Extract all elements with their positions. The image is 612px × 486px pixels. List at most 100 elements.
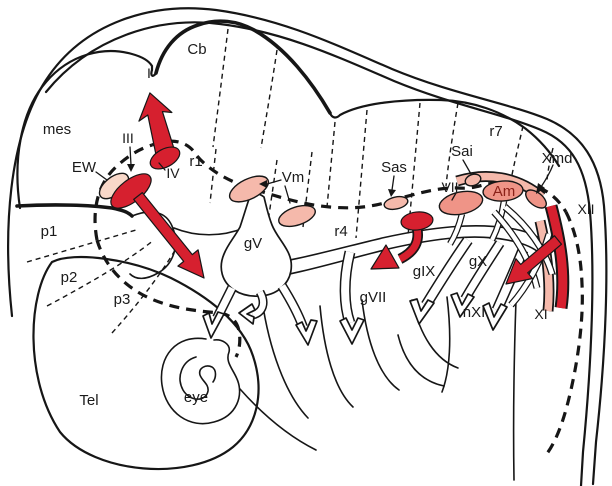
label-ew: EW — [72, 159, 97, 176]
label-tel: Tel — [79, 392, 98, 409]
sai-nucleus — [464, 173, 482, 187]
label-gix: gIX — [413, 263, 436, 280]
small-caudal-nucleus — [525, 189, 547, 209]
xmd-leader-arrowhead — [536, 183, 545, 194]
label-n7: VII — [441, 179, 458, 195]
label-r7: r7 — [489, 123, 502, 140]
label-cb: Cb — [187, 41, 206, 58]
n4-leader — [158, 162, 166, 171]
cb-fold-dashed-1 — [212, 28, 229, 148]
vii-rootlet — [448, 213, 464, 246]
label-n4: IV — [166, 165, 180, 181]
eye-inner-cup — [179, 356, 217, 400]
mes-p1-heavy-boundary — [15, 203, 134, 218]
forebrain-and-arches — [32, 255, 517, 481]
label-r4: r4 — [334, 223, 347, 240]
n7-leader — [451, 192, 457, 201]
facial-migration-arrowhead — [370, 244, 400, 270]
label-gvii: gVII — [360, 289, 387, 306]
r3-boundary — [302, 151, 313, 228]
vm-leader-arrowhead — [259, 180, 267, 188]
vagal-loop-2 — [492, 210, 540, 289]
arch-line-6 — [441, 296, 451, 393]
arch-line-7 — [397, 334, 445, 387]
vm-tick — [284, 185, 291, 204]
trigeminal-nucleus-a — [228, 175, 270, 203]
label-sas: Sas — [381, 159, 407, 176]
arch-line-3 — [319, 305, 354, 408]
gv-ophthalmic-arrowhead — [202, 311, 225, 339]
label-am: Am — [493, 183, 516, 200]
labels: mes Cb I III IV r1 EW Vm p1 p2 p3 Tel ey… — [41, 41, 595, 409]
label-xmd: Xmd — [542, 150, 573, 167]
arch-line-4 — [361, 299, 400, 391]
r2-r3-boundary — [267, 159, 278, 223]
leader-lines — [95, 146, 554, 204]
longitudinal-boundary-ascending — [93, 143, 153, 241]
gx-arrowhead — [450, 292, 475, 318]
label-gx: gX — [469, 253, 487, 270]
gv-mandibular-branch — [279, 284, 307, 329]
caudal-migration-arrow — [505, 235, 563, 285]
gx-trunk — [461, 241, 503, 301]
vm-leader — [266, 179, 282, 185]
sas-leader — [391, 175, 395, 191]
brainstem-floor-lower — [245, 236, 556, 283]
gix-arrowhead — [409, 298, 435, 325]
nuclei-and-bands — [98, 92, 570, 312]
label-isthmus: I — [147, 65, 151, 81]
label-r1: r1 — [189, 153, 202, 170]
n3-leader-arrowhead — [127, 164, 135, 172]
skin-inner-line — [44, 21, 594, 486]
r4-r5-boundary — [355, 109, 368, 239]
p1-p2-boundary — [26, 229, 137, 263]
facial-motor-nucleus — [400, 211, 434, 231]
gv-mandibular-arrowhead — [295, 319, 318, 346]
cerebellum-heavy-edge — [154, 19, 332, 115]
p3-rear-boundary — [111, 251, 175, 334]
vagal-loop-1 — [503, 205, 555, 275]
telencephalon-outline — [32, 255, 260, 471]
facial-migration-stem — [398, 227, 422, 263]
nxi-arrowhead — [482, 302, 508, 331]
label-mes: mes — [43, 121, 71, 138]
gv-recurrent-arrowhead — [238, 303, 256, 325]
r1-r2-boundary — [209, 148, 217, 204]
neck-line — [512, 299, 517, 481]
gv-recurrent-branch — [251, 290, 267, 318]
r1-ventral-curve — [173, 227, 245, 236]
gvii-trunk — [341, 251, 354, 325]
eye-outer-outline — [160, 337, 241, 425]
longitudinal-boundary-caudal — [543, 211, 584, 458]
r3-r4-boundary — [326, 121, 336, 208]
label-p1: p1 — [41, 223, 58, 240]
arch-line-2 — [261, 299, 309, 419]
cb-fold-dashed-2 — [260, 49, 278, 149]
trigeminal-nucleus-b — [278, 204, 316, 228]
ew-leader — [95, 171, 108, 181]
label-n3: III — [122, 130, 134, 146]
ambiguus-nucleus — [482, 180, 524, 202]
arch-line-1 — [239, 388, 317, 451]
label-p2: p2 — [61, 269, 78, 286]
gvii-arrowhead — [339, 317, 365, 345]
sas-nucleus — [383, 195, 409, 211]
label-vm: Vm — [282, 169, 305, 186]
oculomotor-migration-arrow — [133, 192, 205, 279]
sas-leader-arrowhead — [388, 189, 396, 197]
label-eye: eye — [184, 389, 208, 406]
label-sai: Sai — [451, 143, 473, 160]
facial-nucleus-vii — [438, 190, 484, 216]
label-nxi: nXI — [463, 304, 486, 321]
label-p3: p3 — [114, 291, 131, 308]
r6-r7-boundary — [445, 102, 459, 187]
sai-leader — [462, 159, 472, 175]
trochlear-nucleus — [149, 146, 181, 170]
label-n12: XII — [577, 201, 594, 217]
xmd-leader — [540, 164, 554, 188]
n3-leader — [129, 146, 132, 166]
label-gv: gV — [244, 235, 262, 252]
r7-r8-boundary — [510, 125, 524, 181]
